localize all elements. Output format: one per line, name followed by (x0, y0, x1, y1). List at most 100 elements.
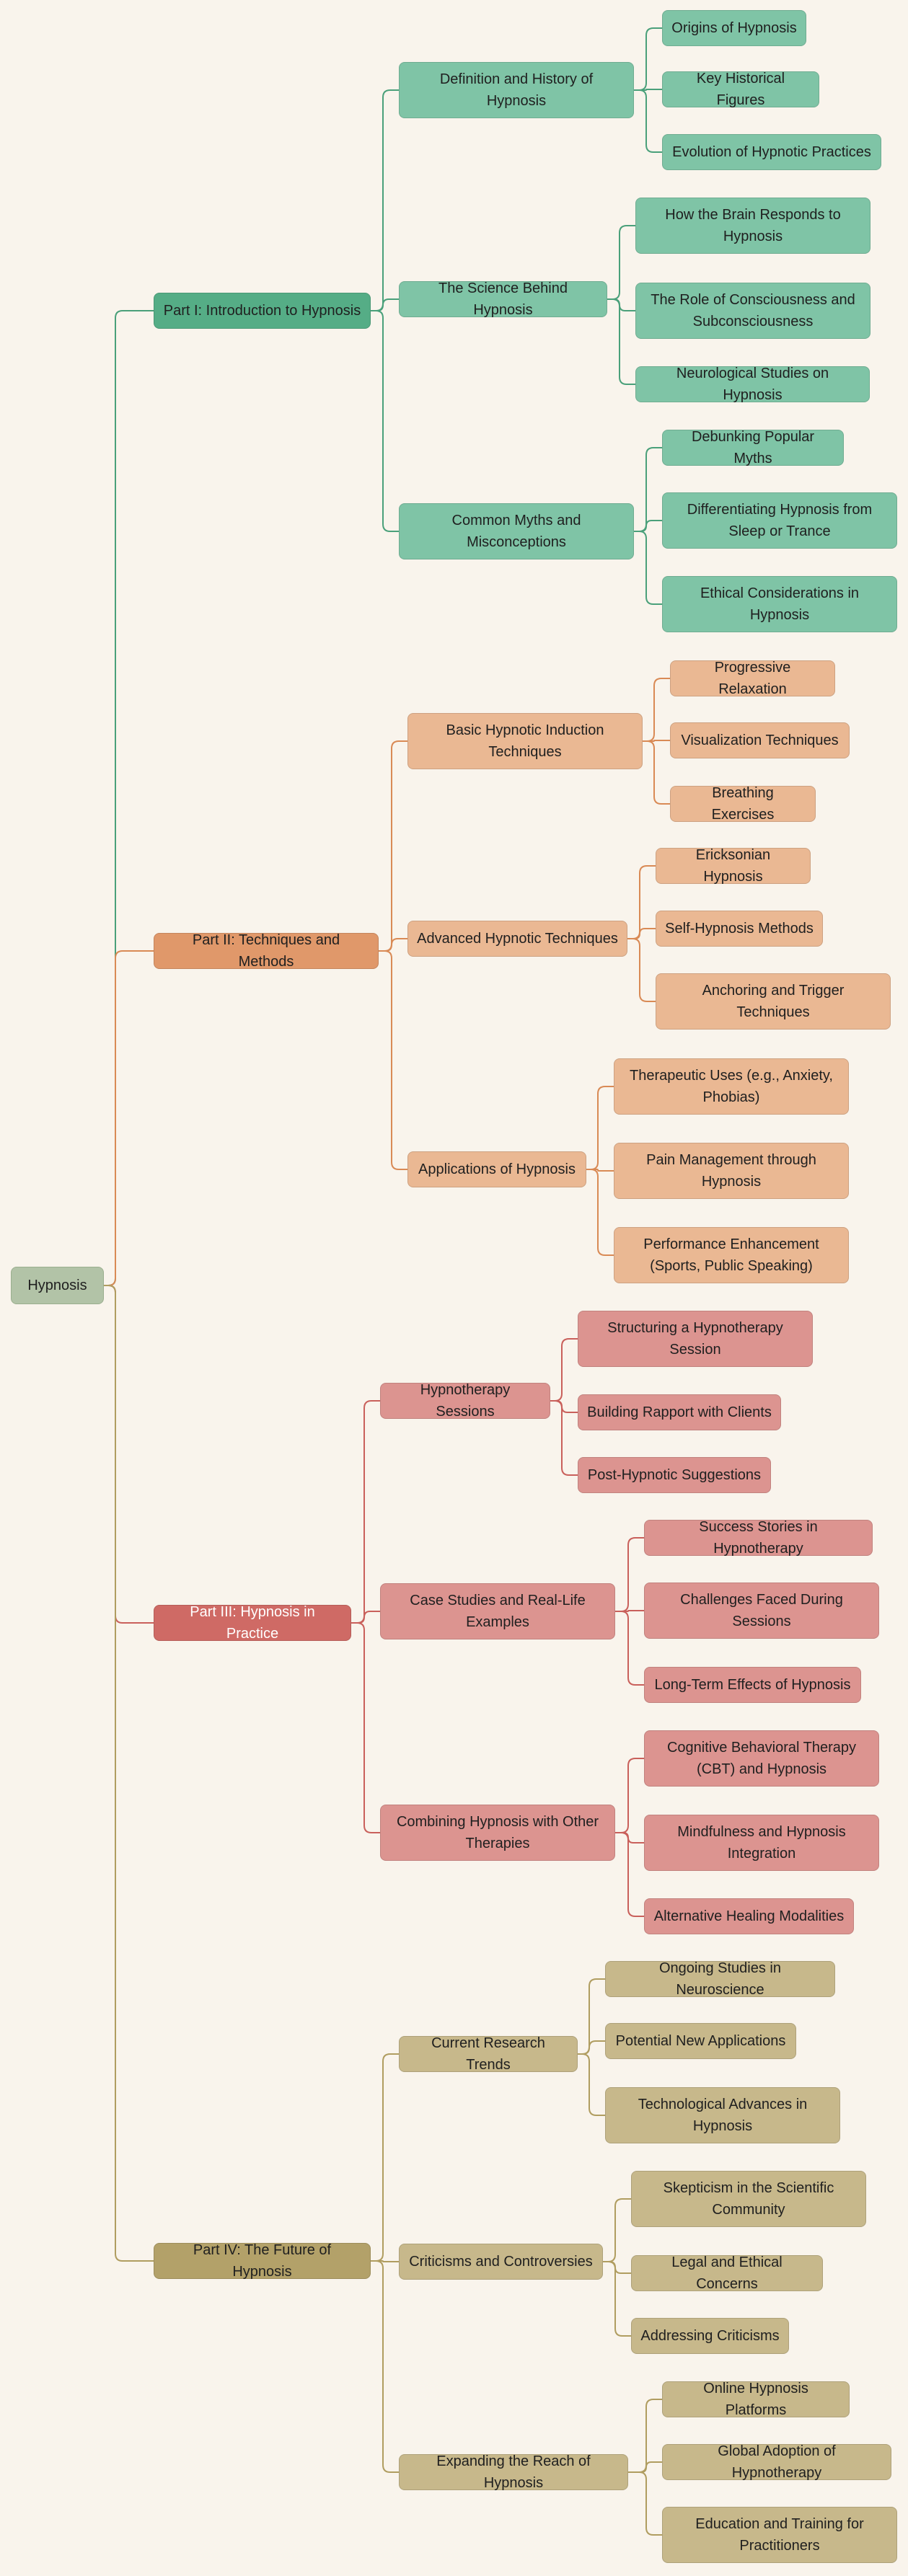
topic-node-online-hypnosis-platforms[interactable]: Online Hypnosis Platforms (662, 2381, 850, 2418)
connector-line (351, 1622, 380, 1833)
connector-line (627, 865, 656, 939)
part-node-part-i-introduction-to-hypnosis[interactable]: Part I: Introduction to Hypnosis (154, 293, 371, 329)
connector-line (586, 1086, 614, 1170)
connector-line (603, 2198, 631, 2262)
topic-node-ericksonian-hypnosis[interactable]: Ericksonian Hypnosis (656, 847, 811, 885)
topic-node-origins-of-hypnosis[interactable]: Origins of Hypnosis (662, 10, 806, 46)
topic-node-key-historical-figures[interactable]: Key Historical Figures (662, 71, 819, 108)
topic-node-debunking-popular-myths[interactable]: Debunking Popular Myths (662, 429, 844, 466)
topic-node-post-hypnotic-suggestions[interactable]: Post-Hypnotic Suggestions (578, 1457, 771, 1493)
section-node-advanced-hypnotic-techniques[interactable]: Advanced Hypnotic Techniques (407, 921, 627, 957)
topic-node-success-stories-in-hypnotherapy[interactable]: Success Stories in Hypnotherapy (644, 1519, 873, 1557)
topic-node-cognitive-behavioral-therapy-cbt-and-hypnosis[interactable]: Cognitive Behavioral Therapy (CBT) and H… (644, 1730, 879, 1787)
part-node-part-iii-hypnosis-in-practice[interactable]: Part III: Hypnosis in Practice (154, 1604, 351, 1642)
root-node[interactable]: Hypnosis (11, 1267, 104, 1304)
connector-line (634, 27, 662, 91)
topic-node-ongoing-studies-in-neuroscience[interactable]: Ongoing Studies in Neuroscience (605, 1960, 835, 1998)
connector-line (607, 298, 635, 311)
topic-node-ethical-considerations-in-hypnosis[interactable]: Ethical Considerations in Hypnosis (662, 576, 897, 632)
connector-line (371, 89, 399, 311)
section-node-case-studies-and-real-life-examples[interactable]: Case Studies and Real-Life Examples (380, 1583, 615, 1639)
section-node-the-science-behind-hypnosis[interactable]: The Science Behind Hypnosis (399, 280, 607, 318)
connector-line (104, 950, 154, 1286)
connector-line (371, 2260, 399, 2262)
connector-line (627, 928, 656, 939)
topic-node-technological-advances-in-hypnosis[interactable]: Technological Advances in Hypnosis (605, 2087, 840, 2143)
topic-node-challenges-faced-during-sessions[interactable]: Challenges Faced During Sessions (644, 1583, 879, 1639)
connector-line (371, 298, 399, 311)
topic-node-global-adoption-of-hypnotherapy[interactable]: Global Adoption of Hypnotherapy (662, 2443, 891, 2481)
connector-line (603, 2261, 631, 2337)
topic-node-mindfulness-and-hypnosis-integration[interactable]: Mindfulness and Hypnosis Integration (644, 1815, 879, 1871)
connector-line (586, 1169, 614, 1256)
topic-node-breathing-exercises[interactable]: Breathing Exercises (670, 785, 816, 823)
connector-line (371, 310, 399, 532)
connector-line (603, 2261, 631, 2274)
section-node-basic-hypnotic-induction-techniques[interactable]: Basic Hypnotic Induction Techniques (407, 713, 643, 769)
topic-node-addressing-criticisms[interactable]: Addressing Criticisms (631, 2318, 789, 2354)
topic-node-structuring-a-hypnotherapy-session[interactable]: Structuring a Hypnotherapy Session (578, 1311, 813, 1367)
topic-node-evolution-of-hypnotic-practices[interactable]: Evolution of Hypnotic Practices (662, 134, 881, 170)
topic-node-differentiating-hypnosis-from-sleep-or-trance[interactable]: Differentiating Hypnosis from Sleep or T… (662, 492, 897, 549)
connector-line (104, 1285, 154, 1624)
topic-node-therapeutic-uses-e-g-anxiety-phobias[interactable]: Therapeutic Uses (e.g., Anxiety, Phobias… (614, 1058, 849, 1115)
section-node-combining-hypnosis-with-other-therapies[interactable]: Combining Hypnosis with Other Therapies (380, 1805, 615, 1861)
topic-node-performance-enhancement-sports-public-speaking[interactable]: Performance Enhancement (Sports, Public … (614, 1227, 849, 1283)
connector-line (643, 740, 670, 742)
topic-node-skepticism-in-the-scientific-community[interactable]: Skepticism in the Scientific Community (631, 2171, 866, 2227)
connector-line (550, 1338, 578, 1402)
connector-line (634, 447, 662, 532)
section-node-expanding-the-reach-of-hypnosis[interactable]: Expanding the Reach of Hypnosis (399, 2453, 628, 2491)
section-node-common-myths-and-misconceptions[interactable]: Common Myths and Misconceptions (399, 503, 634, 559)
section-node-applications-of-hypnosis[interactable]: Applications of Hypnosis (407, 1151, 586, 1187)
topic-node-the-role-of-consciousness-and-subconsciousness[interactable]: The Role of Consciousness and Subconscio… (635, 283, 870, 339)
connector-line (379, 740, 407, 952)
connector-line (351, 1611, 380, 1624)
section-node-definition-and-history-of-hypnosis[interactable]: Definition and History of Hypnosis (399, 62, 634, 118)
topic-node-neurological-studies-on-hypnosis[interactable]: Neurological Studies on Hypnosis (635, 366, 870, 403)
part-node-part-iv-the-future-of-hypnosis[interactable]: Part IV: The Future of Hypnosis (154, 2242, 371, 2280)
connector-line (615, 1758, 644, 1833)
topic-node-how-the-brain-responds-to-hypnosis[interactable]: How the Brain Responds to Hypnosis (635, 198, 870, 254)
section-node-criticisms-and-controversies[interactable]: Criticisms and Controversies (399, 2244, 603, 2280)
topic-node-legal-and-ethical-concerns[interactable]: Legal and Ethical Concerns (631, 2254, 823, 2292)
connector-line (615, 1537, 644, 1612)
connector-line (615, 1832, 644, 1917)
section-node-hypnotherapy-sessions[interactable]: Hypnotherapy Sessions (380, 1382, 550, 1420)
connector-line (379, 938, 407, 952)
connector-line (615, 1611, 644, 1686)
connector-line (634, 520, 662, 532)
connector-line (607, 225, 635, 300)
connector-line (104, 310, 154, 1286)
part-node-part-ii-techniques-and-methods[interactable]: Part II: Techniques and Methods (154, 932, 379, 970)
topic-node-progressive-relaxation[interactable]: Progressive Relaxation (670, 660, 835, 697)
connector-line (104, 1285, 154, 2262)
section-node-current-research-trends[interactable]: Current Research Trends (399, 2035, 578, 2073)
topic-node-self-hypnosis-methods[interactable]: Self-Hypnosis Methods (656, 911, 823, 947)
connector-line (634, 89, 662, 91)
connector-line (628, 2471, 662, 2536)
connector-line (371, 2260, 399, 2473)
topic-node-anchoring-and-trigger-techniques[interactable]: Anchoring and Trigger Techniques (656, 973, 891, 1030)
connector-line (628, 2399, 662, 2473)
connector-line (627, 938, 656, 1002)
connector-line (351, 1400, 380, 1624)
topic-node-alternative-healing-modalities[interactable]: Alternative Healing Modalities (644, 1898, 854, 1934)
connector-line (379, 950, 407, 1170)
connector-line (550, 1400, 578, 1476)
connector-line (634, 89, 662, 153)
connector-line (586, 1169, 614, 1172)
connector-line (634, 531, 662, 605)
topic-node-long-term-effects-of-hypnosis[interactable]: Long-Term Effects of Hypnosis (644, 1667, 861, 1703)
topic-node-potential-new-applications[interactable]: Potential New Applications (605, 2023, 796, 2059)
connector-line (578, 2053, 605, 2116)
topic-node-pain-management-through-hypnosis[interactable]: Pain Management through Hypnosis (614, 1143, 849, 1199)
connector-line (550, 1400, 578, 1413)
connector-line (578, 2040, 605, 2055)
connector-line (628, 2461, 662, 2473)
topic-node-education-and-training-for-practitioners[interactable]: Education and Training for Practitioners (662, 2507, 897, 2563)
topic-node-building-rapport-with-clients[interactable]: Building Rapport with Clients (578, 1394, 781, 1430)
topic-node-visualization-techniques[interactable]: Visualization Techniques (670, 722, 850, 758)
